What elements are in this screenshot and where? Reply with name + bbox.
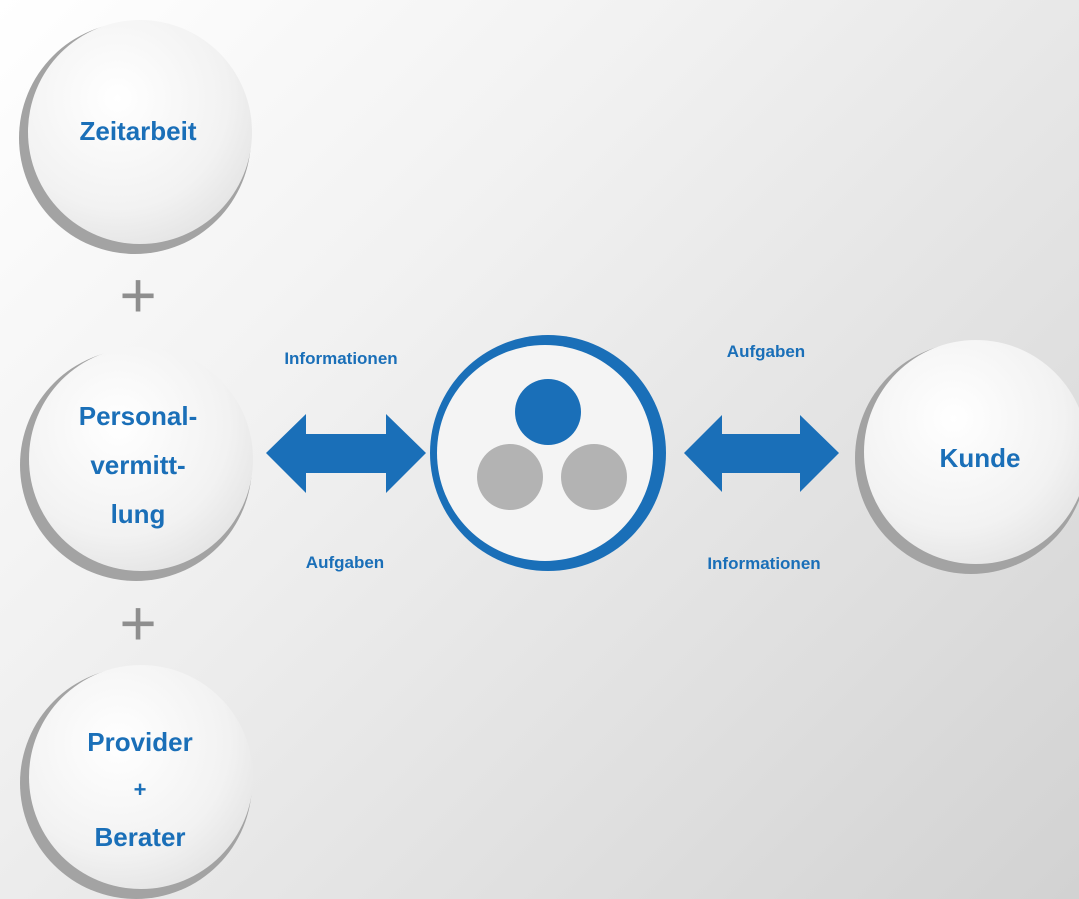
node-provider: Provider + Berater [20,665,253,899]
node-provider-line-2: + [134,777,147,802]
hub-dot-right [561,444,627,510]
node-provider-line-1: Provider [87,727,193,757]
node-personalvermittlung-face [29,347,253,571]
node-provider-face [29,665,253,889]
flow-label-right-top: Aufgaben [727,342,805,361]
node-personalvermittlung-line-1: Personal- [79,401,198,431]
node-zeitarbeit-face [28,20,252,244]
plus-connector-top: + [119,259,156,331]
double-arrow-right [684,415,839,492]
node-kunde-face [864,340,1079,564]
node-kunde-label: Kunde [940,443,1021,473]
hub-dot-left [477,444,543,510]
flow-label-right-bottom: Informationen [707,554,820,573]
node-kunde: Kunde [855,340,1079,574]
hub-face [437,345,653,561]
node-personalvermittlung-line-2: vermitt- [90,450,185,480]
node-personalvermittlung: Personal- vermitt- lung [20,347,253,581]
node-zeitarbeit: Zeitarbeit [19,20,252,254]
hub-dot-top [515,379,581,445]
node-zeitarbeit-label: Zeitarbeit [79,116,196,146]
plus-connector-bottom: + [119,587,156,659]
flow-label-left-top: Informationen [284,349,397,368]
hub [430,335,666,571]
double-arrow-left [266,414,426,493]
node-personalvermittlung-line-3: lung [111,499,166,529]
flow-label-left-bottom: Aufgaben [306,553,384,572]
node-provider-line-3: Berater [94,822,185,852]
